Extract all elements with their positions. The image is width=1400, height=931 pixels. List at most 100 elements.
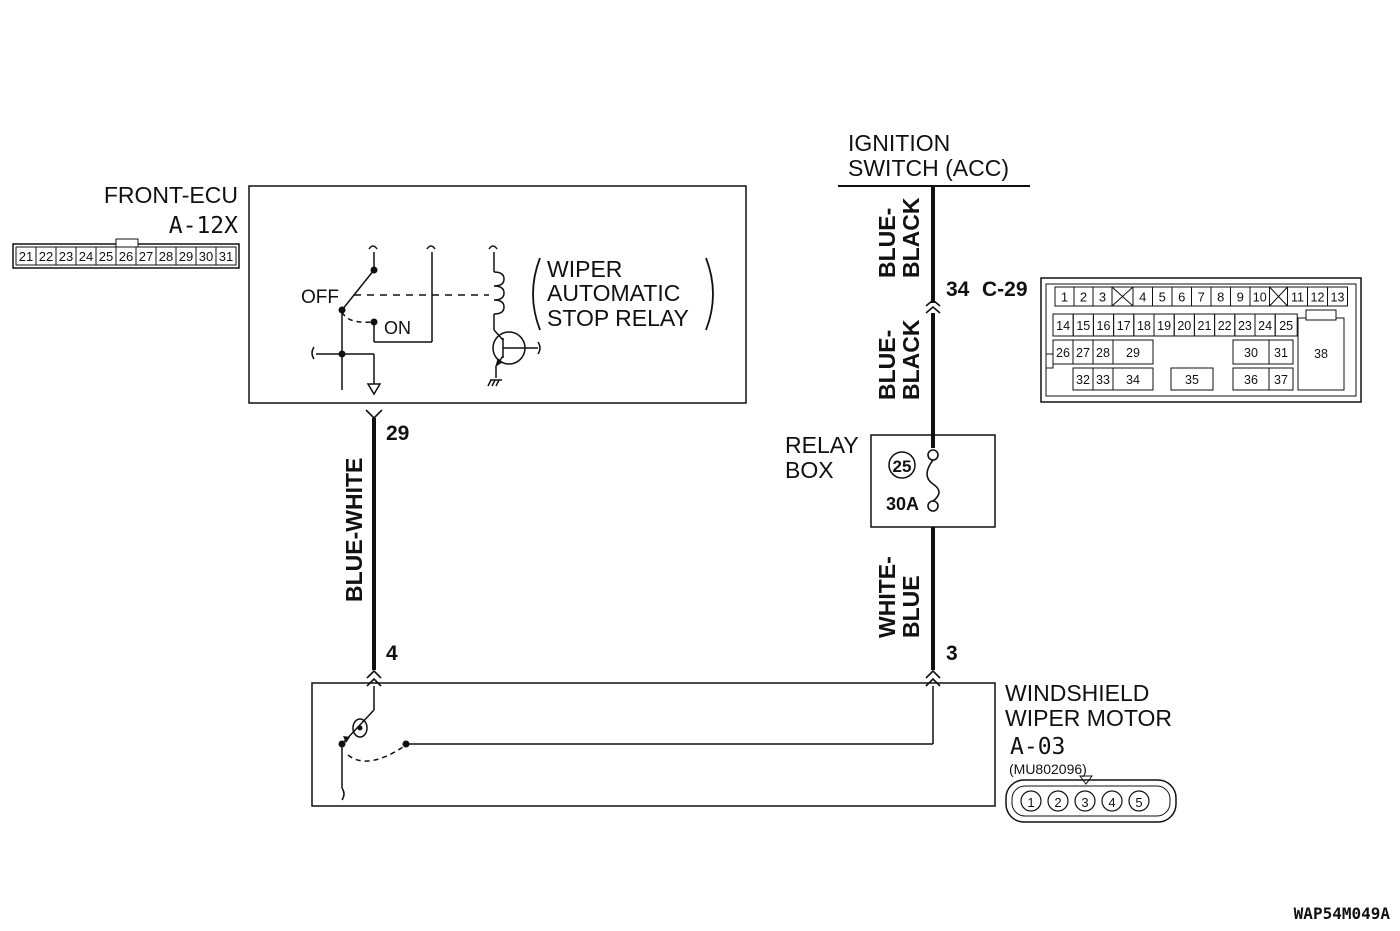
front-ecu-pin-label: 25 — [99, 249, 113, 264]
c29-pin-cell — [1170, 367, 1214, 391]
c29-pin-label: 16 — [1097, 319, 1111, 333]
wiper-motor-pin-label: 2 — [1054, 795, 1061, 810]
c29-pin-label: 23 — [1238, 319, 1252, 333]
c29-pin-label: 29 — [1126, 346, 1140, 360]
c29-pin-label: 31 — [1274, 346, 1288, 360]
c29-pin-label: 10 — [1253, 291, 1267, 305]
c29-pin-label: 20 — [1177, 319, 1191, 333]
c29-pin-number: 34 — [946, 278, 970, 301]
c29-connector-id: C-29 — [982, 278, 1028, 301]
c29-pin-label: 18 — [1137, 319, 1151, 333]
relay-off-label: OFF — [301, 287, 339, 308]
wiper-motor-box — [311, 682, 996, 807]
c29-pin-label: 30 — [1244, 346, 1258, 360]
front-ecu-pin-label: 29 — [179, 249, 193, 264]
c29-pin-label: 21 — [1198, 319, 1212, 333]
c29-pin-label: 24 — [1258, 319, 1272, 333]
wiper-motor-part-number: (MU802096) — [1009, 761, 1087, 777]
motor-switch-pivot — [338, 740, 346, 748]
c29-pin-label: 19 — [1157, 319, 1171, 333]
c29-pin-label: 22 — [1218, 319, 1232, 333]
c29-pin-label: 2 — [1080, 290, 1087, 305]
c29-pin-label: 11 — [1291, 291, 1304, 305]
c29-pin-label: 6 — [1178, 290, 1185, 305]
c29-pin-label: 38 — [1314, 347, 1328, 361]
front-ecu-pin-label: 26 — [119, 249, 133, 264]
wire-label-blue-black-2a: BLUE- — [874, 330, 900, 400]
c29-pin-cell — [1268, 367, 1294, 391]
wiper-motor-pin-label: 3 — [1081, 795, 1088, 810]
wire-label-blue-black-2b: BLACK — [898, 319, 924, 400]
c29-pin-label: 36 — [1244, 373, 1258, 387]
relay-contact-on — [370, 318, 378, 326]
c29-pin-cell — [1268, 339, 1294, 365]
c29-pin-label: 37 — [1274, 373, 1288, 387]
motor-switch-dot — [357, 725, 363, 731]
c29-pin-label: 27 — [1076, 346, 1090, 360]
c29-pin-label: 13 — [1331, 291, 1345, 305]
relay-box-label-line1: RELAY — [785, 432, 859, 458]
front-ecu-pin-label: 27 — [139, 249, 153, 264]
wiper-motor-connector-id: A-03 — [1010, 734, 1065, 760]
fuse-rating: 30A — [886, 494, 919, 514]
wire-label-blue-black-1a: BLUE- — [874, 208, 900, 278]
relay-label-line2: AUTOMATIC — [547, 280, 680, 306]
wiper-motor-pin-cell — [1020, 790, 1042, 812]
ignition-label-line1: IGNITION — [848, 130, 950, 156]
motor-switch-arrow — [343, 736, 350, 743]
motor-switch-contact — [402, 740, 410, 748]
c29-pin-label: 5 — [1159, 290, 1166, 305]
front-ecu-pin-label: 30 — [199, 249, 213, 264]
front-ecu-title: FRONT-ECU — [104, 182, 238, 208]
motor-pin-3-number: 3 — [946, 642, 958, 665]
c29-pin-label: 8 — [1217, 290, 1224, 305]
c29-pin-label: 12 — [1311, 291, 1325, 305]
relay-box-label-line2: BOX — [785, 457, 834, 483]
c29-pin-label: 7 — [1198, 290, 1205, 305]
relay-contact-off — [370, 266, 378, 274]
c29-pin-label: 4 — [1139, 290, 1146, 305]
wiper-motor-pin-cell — [1074, 790, 1096, 812]
motor-switch — [341, 686, 934, 801]
relay-on-label: ON — [384, 318, 411, 338]
front-ecu-pin-label: 28 — [159, 249, 173, 264]
front-ecu-pin-cell — [215, 246, 237, 266]
fuse-symbol — [926, 449, 940, 512]
ignition-label-line2: SWITCH (ACC) — [848, 155, 1009, 181]
relay-label-line1: WIPER — [547, 256, 622, 282]
diagram-code: WAP54M049A — [1294, 904, 1391, 923]
transistor-emitter-arrow — [495, 358, 503, 368]
front-ecu-box — [248, 185, 747, 404]
wiper-motor-pin-cell — [1101, 790, 1123, 812]
fuse-number: 25 — [893, 457, 912, 476]
c29-pin-label: 14 — [1056, 319, 1070, 333]
motor-pin-4-number: 4 — [386, 642, 398, 665]
c29-pin-label: 28 — [1096, 346, 1110, 360]
wiper-motor-pin-cell — [1047, 790, 1069, 812]
wire-label-blue-white: BLUE-WHITE — [341, 458, 367, 602]
fuse-number-circle — [888, 451, 916, 479]
relay-label-paren-left — [532, 257, 541, 331]
wire-label-blue-black-1b: BLACK — [898, 197, 924, 278]
wiper-motor-pin-label: 1 — [1027, 795, 1034, 810]
relay-switch — [311, 245, 541, 396]
front-ecu-pin-label: 24 — [79, 249, 93, 264]
c29-pin-label: 9 — [1237, 290, 1244, 305]
c29-pin-label: 25 — [1279, 319, 1293, 333]
ecu-output-pin-number: 29 — [386, 422, 409, 445]
wiper-motor-label-line1: WINDSHIELD — [1005, 680, 1149, 706]
front-ecu-pin-label: 21 — [19, 249, 33, 264]
front-ecu-pin-label: 23 — [59, 249, 73, 264]
c29-pin-label: 1 — [1061, 290, 1068, 305]
wiper-motor-pin-cell — [1128, 790, 1150, 812]
c29-pin-cell — [1327, 286, 1348, 307]
front-ecu-connector-id: A-12X — [169, 213, 238, 239]
wire-label-white-blue-a: WHITE- — [874, 556, 900, 638]
c29-pin-label: 35 — [1185, 373, 1199, 387]
relay-pivot — [338, 306, 346, 314]
ecu-output-pin — [365, 409, 383, 420]
